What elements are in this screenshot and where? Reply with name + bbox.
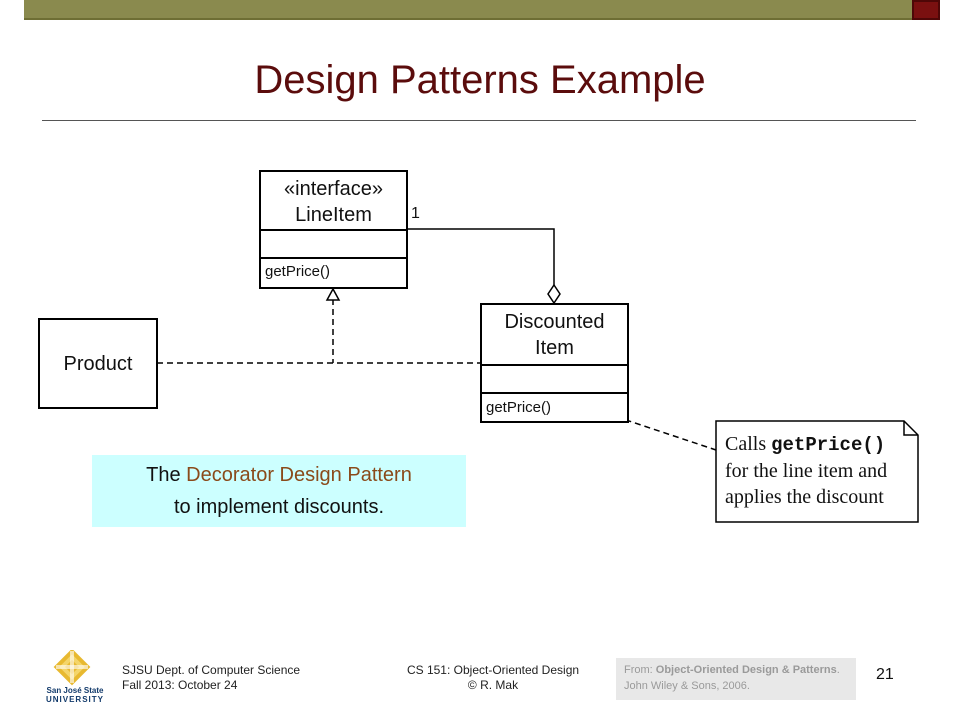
note-line1-code: getPrice() — [771, 434, 886, 456]
logo-line2: UNIVERSITY — [45, 695, 104, 704]
note-line3: applies the discount — [725, 486, 884, 508]
sjsu-logo-text: San José State UNIVERSITY — [44, 686, 106, 704]
footer-left: SJSU Dept. of Computer Science Fall 2013… — [122, 663, 300, 693]
note-line1: Calls getPrice() — [725, 431, 887, 458]
note-line2: for the line item and — [725, 460, 888, 482]
discounteditem-operation: getPrice() — [486, 399, 552, 416]
discounteditem-name-line2: Item — [535, 337, 574, 359]
sjsu-logo-icon — [53, 650, 91, 686]
credit-prefix: From: — [624, 664, 656, 676]
top-decor-bar — [24, 0, 912, 20]
footer-left-line2: Fall 2013: October 24 — [122, 678, 238, 692]
product-name: Product — [63, 353, 133, 375]
discounteditem-sep-1 — [482, 364, 627, 366]
note-box — [715, 420, 919, 523]
page-number: 21 — [876, 666, 894, 683]
caption-line2: to implement discounts. — [173, 496, 385, 518]
lineitem-sep-1 — [261, 229, 406, 231]
association-line — [407, 228, 555, 286]
credit-suffix: . John Wiley & Sons, 2006. — [624, 664, 840, 692]
logo-line1: San José State — [46, 686, 104, 695]
realization-arrowhead — [325, 287, 341, 301]
association-multiplicity: 1 — [411, 205, 420, 222]
lineitem-name: LineItem — [295, 204, 372, 226]
caption-line1: The Decorator Design Pattern — [92, 459, 466, 491]
discounteditem-name-line1: Discounted — [504, 311, 605, 333]
footer-center: CS 151: Object-Oriented Design © R. Mak — [398, 663, 588, 693]
lineitem-sep-2 — [261, 257, 406, 259]
aggregation-diamond — [547, 283, 561, 305]
slide-title: Design Patterns Example — [254, 58, 706, 102]
credit-title: Object-Oriented Design & Patterns — [655, 664, 837, 676]
note-text: Calls getPrice() for the line item and a… — [725, 431, 887, 510]
footer-center-line1: CS 151: Object-Oriented Design — [406, 663, 580, 677]
product-class-box: Product — [38, 318, 158, 409]
lineitem-class-box: «interface» LineItem getPrice() — [259, 170, 408, 289]
caption-highlight: Decorator Design Pattern — [186, 464, 412, 486]
caption-box: The Decorator Design Pattern to implemen… — [92, 455, 466, 527]
credit-box: From: Object-Oriented Design & Patterns.… — [616, 658, 856, 700]
footer-left-line1: SJSU Dept. of Computer Science — [122, 663, 301, 677]
note-line1-prefix: Calls — [725, 433, 772, 455]
note-fold — [903, 421, 918, 436]
footer-center-line2: © R. Mak — [467, 678, 519, 692]
discounteditem-class-box: Discounted Item getPrice() — [480, 303, 629, 423]
discounteditem-sep-2 — [482, 392, 627, 394]
lineitem-operation: getPrice() — [265, 263, 331, 280]
top-decor-box — [912, 0, 940, 20]
caption-prefix: The — [146, 464, 187, 486]
lineitem-stereotype: «interface» — [284, 178, 383, 200]
title-divider — [42, 120, 916, 121]
